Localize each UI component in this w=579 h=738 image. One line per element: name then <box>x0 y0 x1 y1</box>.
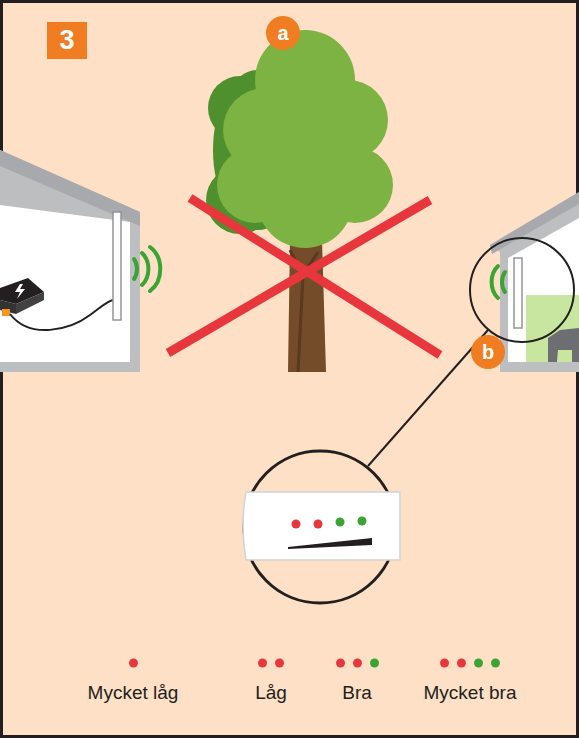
leader-line <box>368 330 488 466</box>
signal-waves <box>134 247 160 291</box>
tree <box>206 30 393 372</box>
legend-label: Bra <box>342 683 372 704</box>
magnifier <box>470 238 574 342</box>
legend-label: Låg <box>255 683 287 704</box>
antenna <box>113 212 121 320</box>
callout-letter: a <box>266 16 300 50</box>
antenna <box>514 258 522 328</box>
legend-item: Bra <box>332 655 383 704</box>
legend-label: Mycket låg <box>88 683 179 704</box>
legend-item: Mycket bra <box>424 655 517 704</box>
cross <box>168 198 440 355</box>
callout-letter: b <box>471 335 505 369</box>
step-number: 3 <box>47 22 87 59</box>
zoom-led-panel <box>243 451 400 603</box>
legend-label: Mycket bra <box>424 683 517 704</box>
legend-item: Låg <box>254 655 288 704</box>
router <box>0 278 114 330</box>
legend-swatch <box>125 655 142 671</box>
left-house <box>0 150 140 372</box>
legend-swatch <box>254 655 288 671</box>
callout-text: 3 <box>59 27 74 54</box>
legend-swatch <box>332 655 383 671</box>
signal-waves <box>492 266 505 298</box>
legend-swatch <box>436 655 504 671</box>
callout-text: b <box>482 342 494 362</box>
legend-item: Mycket låg <box>88 655 179 704</box>
callout-text: a <box>277 23 288 43</box>
